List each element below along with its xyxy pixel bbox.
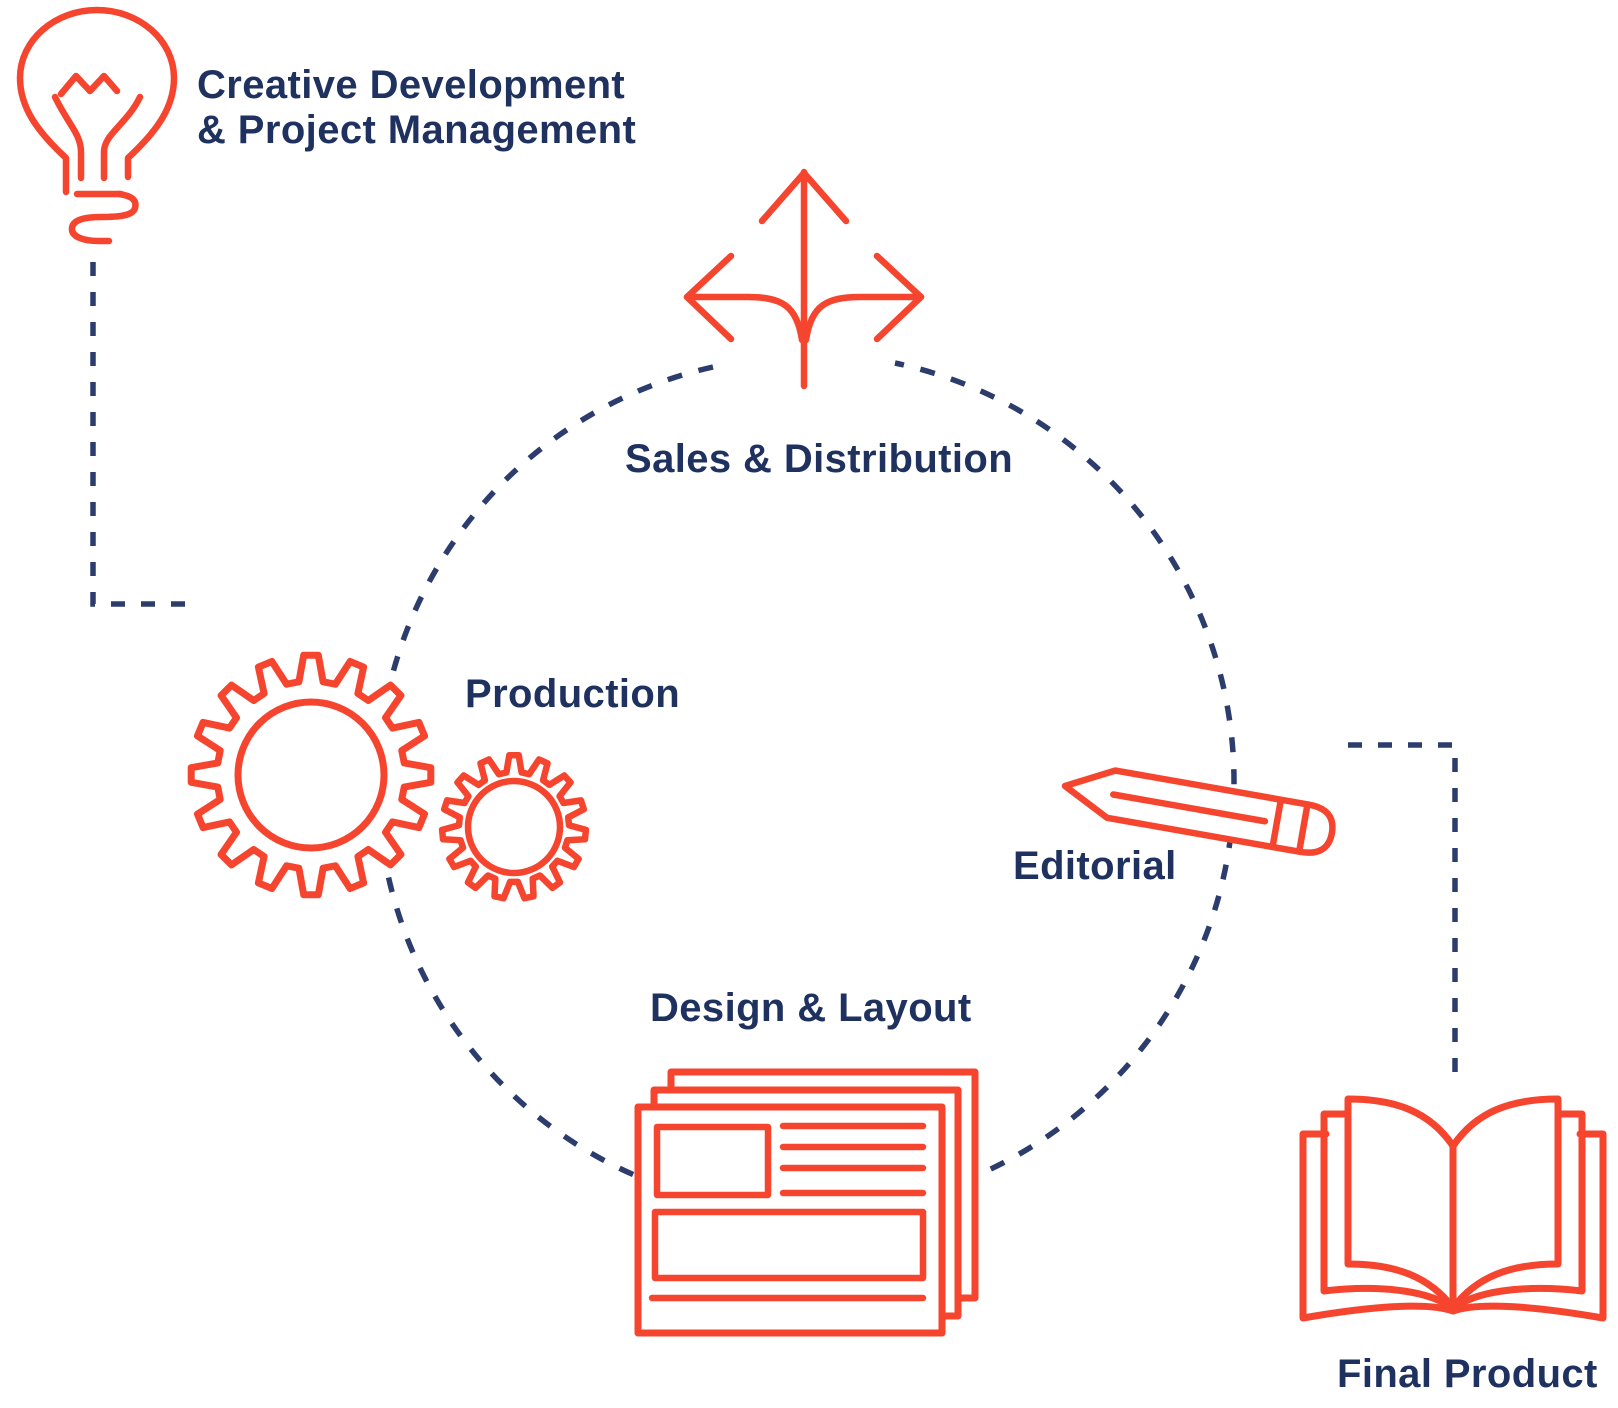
stacked-documents-icon	[634, 1068, 979, 1337]
three-way-arrows-icon	[683, 168, 925, 390]
design-layout-label: Design & Layout	[650, 986, 972, 1030]
creative-development-label-line2: & Project Management	[197, 108, 637, 152]
document-content-block	[651, 1208, 927, 1282]
creative-development-label: Creative Development & Project Managemen…	[197, 63, 636, 153]
gears-icon	[187, 651, 590, 902]
small-gear-hub	[464, 777, 564, 877]
document-image-placeholder	[653, 1123, 772, 1199]
large-gear-hub	[234, 698, 388, 852]
lightbulb-icon	[16, 6, 178, 245]
final-product-label: Final Product	[1337, 1352, 1598, 1396]
small-gear	[438, 751, 590, 902]
final-product-connector-line	[1348, 742, 1458, 1080]
pencil-icon	[1061, 767, 1336, 856]
creative-development-label-line1: Creative Development	[197, 63, 626, 107]
large-gear	[187, 651, 435, 899]
creative-connector-line	[90, 262, 200, 607]
sales-distribution-label: Sales & Distribution	[625, 437, 1014, 481]
editorial-label: Editorial	[1013, 844, 1177, 888]
production-label: Production	[465, 672, 681, 716]
document-text-lines	[779, 1122, 927, 1197]
open-book-icon	[1299, 1095, 1607, 1322]
